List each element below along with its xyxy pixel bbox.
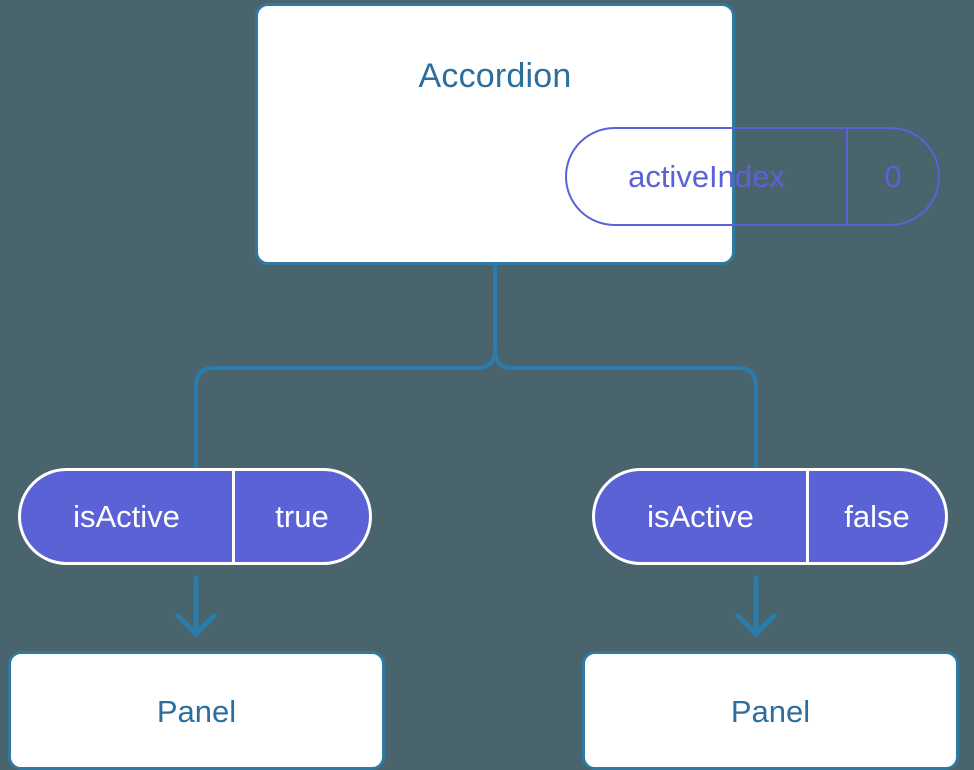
- panel-b-state-key: isActive: [647, 498, 754, 534]
- arrow-panel-b: [735, 575, 777, 637]
- accordion-state-key: activeIndex: [628, 158, 785, 194]
- panel-b-state-value: false: [806, 471, 945, 562]
- arrow-panel-a: [175, 575, 217, 637]
- panel-a-state-key: isActive: [73, 498, 180, 534]
- panel-a-component-card[interactable]: Panel: [8, 651, 385, 770]
- connector-branch-path-right: [493, 263, 758, 470]
- accordion-state-pill[interactable]: activeIndex 0: [565, 127, 940, 226]
- panel-a-state-value: true: [232, 471, 369, 562]
- connector-branch-path: [194, 263, 497, 470]
- accordion-state-value: 0: [846, 129, 938, 224]
- panel-b-component-label: Panel: [730, 694, 811, 729]
- panel-b-state-pill[interactable]: isActive false: [592, 468, 948, 565]
- accordion-component-label: Accordion: [418, 57, 572, 95]
- panel-a-state-pill[interactable]: isActive true: [18, 468, 372, 565]
- panel-a-component-label: Panel: [156, 694, 237, 729]
- panel-b-component-card[interactable]: Panel: [582, 651, 959, 770]
- accordion-component-card[interactable]: Accordion activeIndex 0: [255, 3, 940, 265]
